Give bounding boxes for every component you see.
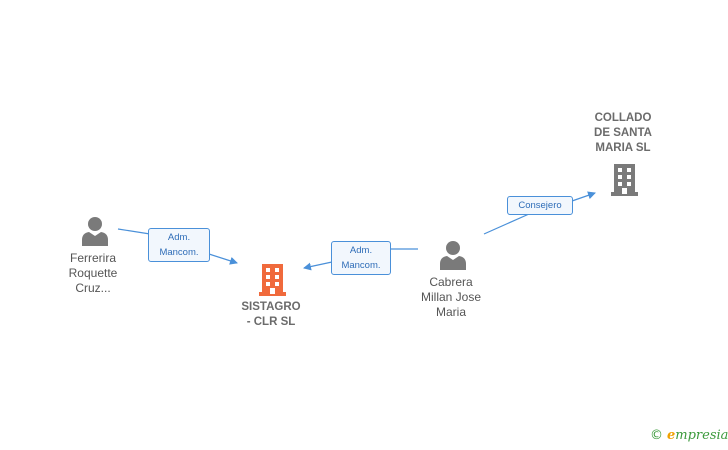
person-icon (82, 217, 108, 246)
person-label-ferrerira[interactable]: Ferrerira Roquette Cruz... (68, 251, 118, 295)
edge-label-consejero: Consejero (507, 196, 573, 215)
edge-label-adm-mancom: Adm. Mancom. (148, 228, 210, 262)
edge-cabrera-collado (483, 193, 595, 235)
building-icon (611, 164, 638, 196)
person-label-cabrera[interactable]: Cabrera Millan Jose Maria (420, 275, 482, 319)
edge-label-adm-mancom: Adm. Mancom. (331, 241, 391, 275)
building-icon (259, 264, 286, 296)
brand-logo: ©empresia (650, 428, 728, 443)
company-label-collado[interactable]: COLLADO DE SANTA MARIA SL (594, 112, 652, 154)
edge-ferrerira-sistagro (117, 228, 237, 263)
company-label-sistagro[interactable]: SISTAGRO - CLR SL (241, 301, 301, 328)
copyright-icon: © (650, 428, 663, 443)
edge-cabrera-sistagro (304, 248, 418, 268)
person-icon (440, 241, 466, 270)
